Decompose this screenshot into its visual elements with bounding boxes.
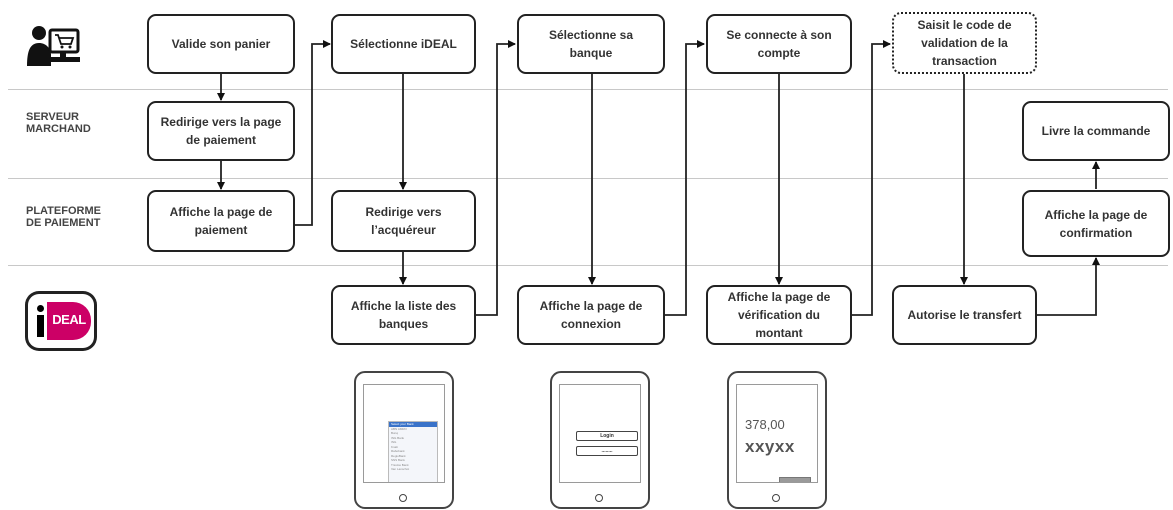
home-button <box>772 494 780 502</box>
arrow-paiement-to-ideal-select <box>295 40 331 226</box>
lane-label-plateforme-paiement: PLATEFORME DE PAIEMENT <box>26 205 101 229</box>
step-selectionne-ideal: Sélectionne iDEAL <box>331 14 476 74</box>
step-valide-panier: Valide son panier <box>147 14 295 74</box>
lane-divider-2 <box>8 178 1168 179</box>
bank-option: Triodos Bank <box>391 462 409 467</box>
step-redirige-acquereur: Redirige vers l’acquéreur <box>331 190 476 252</box>
bank-option: RegioBank <box>391 453 406 458</box>
home-button <box>595 494 603 502</box>
bank-option: ING <box>391 440 397 444</box>
login-field: Login <box>576 431 638 441</box>
arrow-verification-to-code <box>851 40 891 316</box>
amount-value: 378,00 <box>745 417 785 432</box>
step-affiche-page-paiement: Affiche la page de paiement <box>147 190 295 252</box>
arrow-connexion-to-compte <box>665 40 705 316</box>
step-selectionne-banque: Sélectionne sa banque <box>517 14 665 74</box>
lane-divider-1 <box>8 89 1168 90</box>
verification-code: xxyxx <box>745 437 795 456</box>
bank-option: SNS Bank <box>391 458 405 462</box>
bank-option: Bunq <box>391 431 399 435</box>
bank-option: ING Bank <box>391 435 405 440</box>
step-redirige-page-paiement: Redirige vers la page de paiement <box>147 101 295 161</box>
customer-shopping-cart-icon <box>26 24 82 68</box>
step-affiche-verification-montant: Affiche la page de vérification du monta… <box>706 285 852 345</box>
bank-option: Van Lanschot <box>391 467 410 471</box>
phone-login-mockup: Login ........ <box>550 371 650 509</box>
lane-label-serveur-marchand: SERVEUR MARCHAND <box>26 111 91 135</box>
ideal-logo: DEAL <box>25 291 97 351</box>
phone-screen: 378,00 xxyxx <box>736 384 818 483</box>
step-connecte-compte: Se connecte à son compte <box>706 14 852 74</box>
arrow-liste-to-selectionne-banque <box>476 40 516 316</box>
bank-option: Select your Bank <box>389 422 437 427</box>
bank-select-dropdown: Select your Bank ABN AMRO Bunq ING Bank … <box>388 421 438 482</box>
step-saisit-code-validation: Saisit le code de validation de la trans… <box>892 12 1037 74</box>
confirm-button <box>779 477 811 482</box>
arrow-autorise-to-confirmation <box>1037 257 1100 316</box>
step-affiche-page-confirmation: Affiche la page de confirmation <box>1022 190 1170 257</box>
step-affiche-liste-banques: Affiche la liste des banques <box>331 285 476 345</box>
phone-screen: Select your Bank ABN AMRO Bunq ING Bank … <box>363 384 445 483</box>
bank-option: Knab <box>391 444 399 449</box>
step-affiche-page-connexion: Affiche la page de connexion <box>517 285 665 345</box>
phone-bank-list-mockup: Select your Bank ABN AMRO Bunq ING Bank … <box>354 371 454 509</box>
phone-screen: Login ........ <box>559 384 641 483</box>
password-field: ........ <box>576 446 638 456</box>
step-livre-commande: Livre la commande <box>1022 101 1170 161</box>
phone-amount-verification-mockup: 378,00 xxyxx <box>727 371 827 509</box>
bank-option: ABN AMRO <box>391 426 407 431</box>
home-button <box>399 494 407 502</box>
bank-option: Rabobank <box>391 449 405 453</box>
lane-divider-3 <box>8 265 1168 266</box>
step-autorise-transfert: Autorise le transfert <box>892 285 1037 345</box>
